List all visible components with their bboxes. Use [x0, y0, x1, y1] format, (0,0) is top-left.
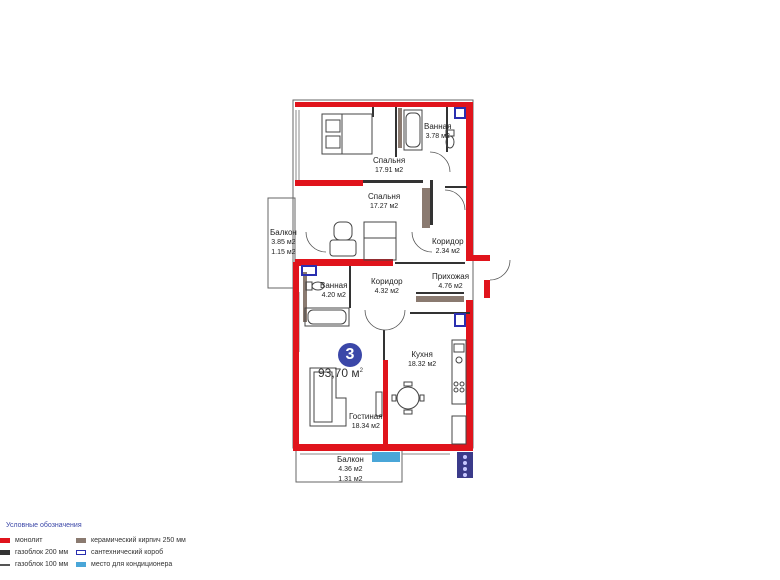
sofa-icon	[309, 367, 347, 427]
room-name: Гостиная	[349, 412, 383, 421]
legend-title: Условные обозначения	[6, 522, 82, 529]
room-bedroom1: Спальня 17.91 м2	[373, 156, 405, 176]
room-balcony2: Балкон 4.36 м2 1.31 м2	[337, 455, 364, 485]
room-bathroom1: Ванная 3.78 м2	[424, 122, 451, 142]
ac-spot	[372, 452, 400, 462]
room-area: 4.36 м2	[338, 466, 363, 473]
room-area-2: 1.15 м2	[271, 249, 296, 256]
legend-item-gasblock200: газоблок 200 мм	[0, 549, 68, 556]
tv-unit-icon	[375, 391, 383, 417]
room-name: Спальня	[373, 156, 406, 165]
legend-swatch	[0, 550, 10, 555]
room-name: Коридор	[432, 237, 464, 246]
dining-table-icon	[391, 381, 425, 415]
room-area: 18.32 м2	[408, 361, 437, 368]
area-unit-sup: 2	[359, 368, 363, 374]
rooms-count-badge: 3	[338, 343, 362, 367]
legend-swatch	[0, 563, 10, 566]
legend-item-monolith: монолит	[0, 537, 43, 544]
legend-item-brick: керамический кирпич 250 мм	[76, 537, 186, 544]
legend-label: газоблок 200 мм	[15, 549, 69, 556]
brick-walls	[303, 108, 464, 322]
room-corridor2: Коридор 4.32 м2	[371, 277, 403, 297]
room-area: 3.85 м2	[271, 239, 296, 246]
plumbing-boxes	[301, 107, 466, 327]
legend-item-box: сантехнический короб	[76, 549, 163, 556]
room-name: Балкон	[270, 228, 297, 237]
room-area: 17.27 м2	[369, 203, 399, 210]
room-name: Балкон	[337, 455, 364, 464]
legend-label: место для кондиционера	[91, 561, 173, 568]
legend-swatch	[76, 550, 86, 555]
legend-label: сантехнический короб	[91, 549, 164, 556]
legend-item-ac: место для кондиционера	[76, 561, 172, 568]
room-corridor1: Коридор 2.34 м2	[432, 237, 464, 257]
monolith-walls	[293, 102, 490, 451]
room-name: Ванная	[320, 281, 348, 290]
legend-label: монолит	[15, 537, 43, 544]
toilet-icon-2	[305, 281, 325, 291]
total-area-value: 93,70 м	[318, 366, 360, 380]
room-area-2: 1.31 м2	[338, 476, 363, 483]
room-area: 4.20 м2	[321, 292, 346, 299]
bathtub-icon	[403, 109, 423, 151]
room-area: 18.34 м2	[351, 423, 380, 430]
room-balcony1: Балкон 3.85 м2 1.15 м2	[270, 228, 297, 258]
partition-walls	[349, 107, 470, 360]
legend-swatch	[0, 538, 10, 543]
room-name: Кухня	[411, 350, 433, 359]
bed-icon-2	[363, 221, 397, 261]
room-bathroom2: Ванная 4.20 м2	[320, 281, 347, 301]
kitchen-units-icon	[451, 339, 467, 445]
bed-icon	[321, 113, 373, 155]
room-area: 3.78 м2	[425, 133, 450, 140]
door-arcs	[305, 151, 511, 331]
room-area: 2.34 м2	[435, 248, 460, 255]
total-area: 93,70 м2	[318, 366, 363, 380]
room-name: Прихожая	[432, 272, 470, 281]
toilet-icon	[445, 129, 455, 149]
room-bedroom2: Спальня 17.27 м2	[368, 192, 400, 212]
riser-dots	[463, 455, 467, 477]
legend-label: газоблок 100 мм	[15, 561, 69, 568]
legend-item-gasblock100: газоблок 100 мм	[0, 561, 68, 568]
chair-icon	[329, 221, 357, 257]
legend-swatch	[76, 562, 86, 567]
room-area: 4.76 м2	[438, 283, 463, 290]
room-living: Гостиная 18.34 м2	[349, 412, 383, 432]
room-name: Ванная	[424, 122, 452, 131]
room-kitchen: Кухня 18.32 м2	[408, 350, 436, 370]
room-name: Спальня	[368, 192, 401, 201]
room-area: 4.32 м2	[374, 288, 399, 295]
legend-label: керамический кирпич 250 мм	[91, 537, 186, 544]
legend-swatch	[76, 538, 86, 543]
room-name: Коридор	[371, 277, 403, 286]
room-hallway: Прихожая 4.76 м2	[432, 272, 469, 292]
bathtub-icon-2	[304, 307, 350, 327]
room-area: 17.91 м2	[374, 167, 404, 174]
